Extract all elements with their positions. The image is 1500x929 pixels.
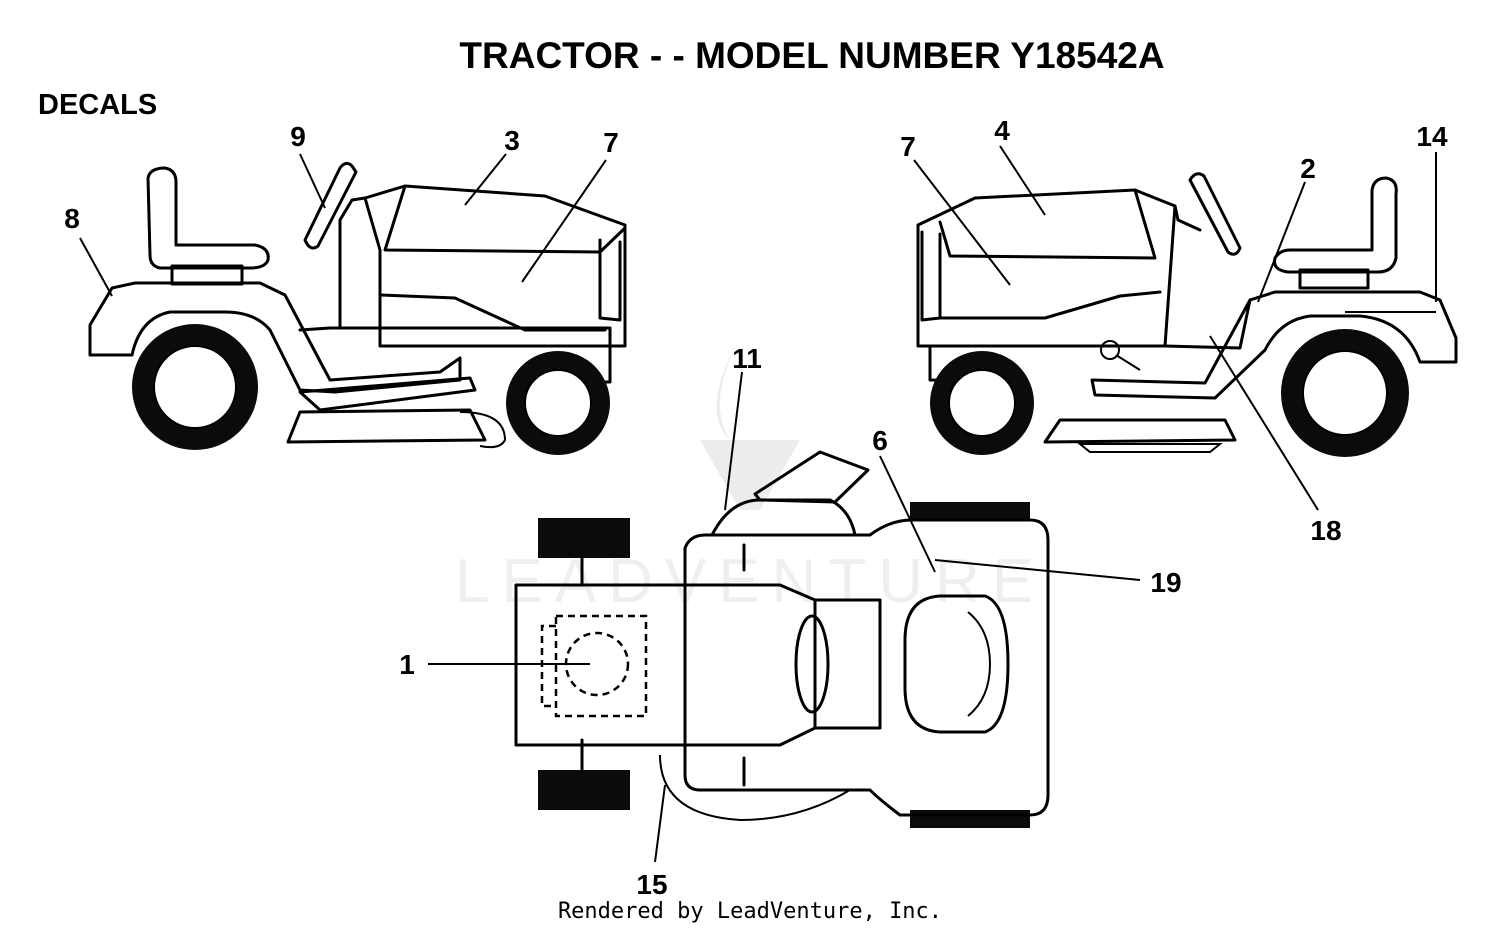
leader-19: [934, 559, 1141, 581]
left-rear-rim: [153, 345, 237, 429]
right-seat: [1273, 176, 1398, 274]
right-hood: [916, 188, 1177, 348]
left-seat: [146, 166, 270, 270]
right-seat-base: [1298, 268, 1370, 290]
leader-7-left: [521, 159, 607, 283]
top-seat-cushion: [967, 611, 992, 717]
leader-8: [79, 237, 113, 297]
leader-4: [999, 145, 1046, 216]
left-discharge-chute: [459, 411, 507, 449]
left-seat-base: [170, 264, 244, 286]
right-deck-skirt: [1077, 443, 1223, 453]
right-rear-rim: [1302, 350, 1388, 436]
right-steering-column: [1173, 204, 1202, 232]
callout-3: 3: [504, 125, 520, 156]
callout-7-left: 7: [603, 127, 619, 158]
callout-11: 11: [732, 343, 762, 374]
right-rear-fender: [1090, 290, 1458, 400]
callout-4: 4: [994, 115, 1010, 146]
leader-15: [654, 784, 666, 863]
callout-1: 1: [399, 649, 415, 680]
top-right-front-tire: [538, 770, 630, 810]
right-hood-vent: [920, 230, 942, 322]
leader-2: [1257, 181, 1306, 303]
top-seat: [903, 594, 1010, 734]
top-right-rear-tire: [910, 810, 1030, 828]
top-seat-back: [710, 498, 857, 537]
left-front-rim: [524, 369, 592, 437]
callout-6: 6: [872, 425, 888, 456]
callout-7-right: 7: [900, 131, 916, 162]
callout-2: 2: [1300, 153, 1316, 184]
leader-9: [299, 153, 326, 209]
top-left-rear-tire: [910, 502, 1030, 520]
left-rear-fender: [88, 281, 462, 394]
right-steering-wheel-icon: [1188, 172, 1242, 256]
left-hood-vent: [598, 238, 622, 322]
callout-8: 8: [64, 203, 80, 234]
right-hood-lower-trim: [938, 290, 1162, 320]
footer-credit: Rendered by LeadVenture, Inc.: [558, 899, 942, 924]
leader-11: [724, 371, 743, 511]
callout-9: 9: [290, 121, 306, 152]
tractor-right-side-view: [916, 172, 1458, 457]
leader-7-right: [913, 159, 1011, 286]
top-steering-base: [794, 614, 830, 714]
top-dash: [813, 598, 882, 730]
left-mower-deck: [286, 408, 487, 444]
top-main-body: [683, 518, 1050, 817]
top-mower-deck: [659, 754, 851, 822]
left-hood: [363, 184, 627, 348]
tractor-left-side-view: [88, 161, 627, 455]
tractor-top-view: [514, 450, 1050, 828]
right-hood-side-panel: [938, 188, 1157, 260]
section-label: DECALS: [38, 89, 157, 121]
left-hood-side-panel: [383, 184, 627, 254]
left-steering-column: [338, 196, 367, 330]
callout-14: 14: [1416, 121, 1448, 152]
leader-6: [879, 455, 936, 573]
leader-18: [1209, 335, 1319, 511]
watermark-logo-icon: [700, 340, 800, 510]
callout-19: 19: [1150, 567, 1181, 598]
leader-3: [464, 153, 507, 206]
diagram-title: TRACTOR - - MODEL NUMBER Y18542A: [459, 35, 1164, 76]
right-front-rim: [948, 369, 1016, 437]
callout-15: 15: [636, 869, 667, 900]
top-decal-outline: [554, 614, 648, 718]
left-footrest: [298, 376, 477, 412]
top-decal-tab: [540, 624, 556, 708]
left-hood-lower-trim: [378, 293, 607, 332]
left-steering-wheel-icon: [303, 161, 358, 250]
top-left-front-tire: [538, 518, 630, 558]
right-mower-deck: [1043, 418, 1237, 444]
right-lift-lever: [1115, 354, 1141, 371]
right-lift-lever-knob: [1100, 340, 1120, 360]
callout-18: 18: [1310, 515, 1341, 546]
